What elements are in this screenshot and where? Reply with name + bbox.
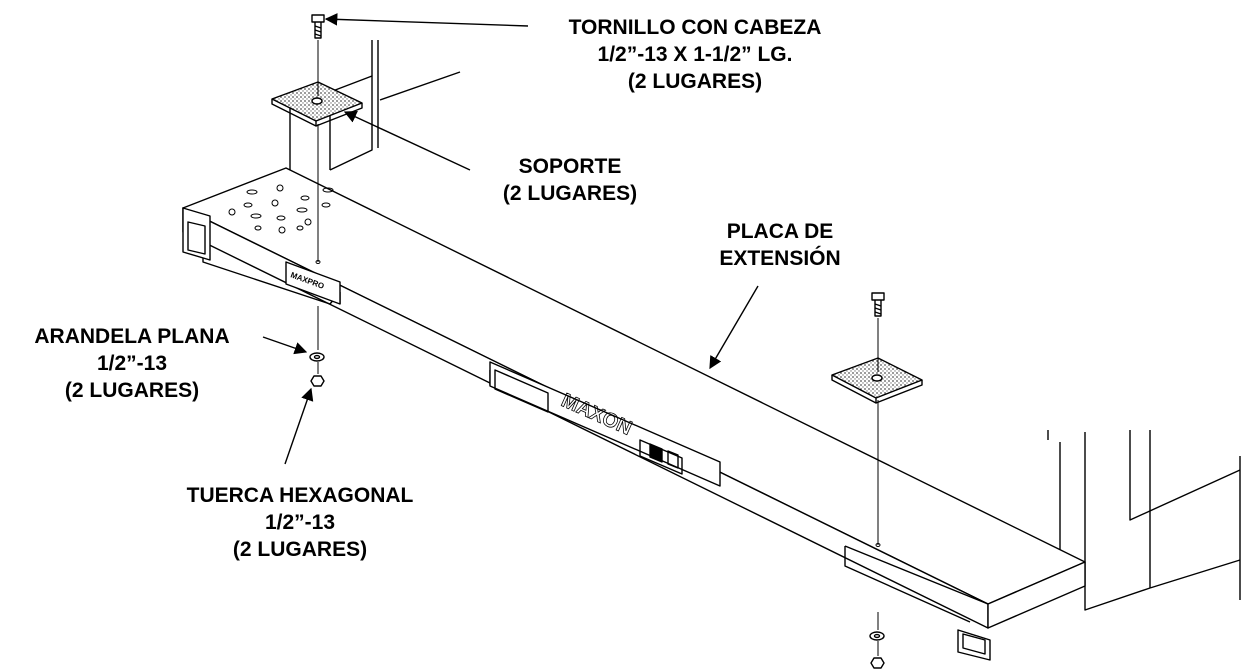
label-hex-nut-line3: (2 LUGARES) (232, 538, 368, 561)
label-hex-nut: TUERCA HEXAGONAL 1/2”-13 (2 LUGARES) (150, 482, 450, 563)
label-extension-plate-line1: PLACA DE (726, 220, 834, 243)
flat-washer-right (869, 631, 885, 641)
hex-nut-right (870, 657, 885, 669)
maxpro-decal (285, 261, 341, 305)
label-hex-nut-line1: TUERCA HEXAGONAL (186, 484, 414, 507)
label-flat-washer-line1: ARANDELA PLANA (34, 325, 230, 348)
hex-nut-left (310, 375, 325, 387)
label-cap-screw: TORNILLO CON CABEZA 1/2”-13 X 1-1/2” LG.… (530, 14, 860, 95)
label-cap-screw-line3: (2 LUGARES) (627, 70, 763, 93)
label-cap-screw-line1: TORNILLO CON CABEZA (568, 16, 822, 39)
label-hex-nut-line2: 1/2”-13 (264, 511, 336, 534)
bracket-right (831, 357, 923, 404)
assembly-center-lines (317, 40, 879, 656)
bracket-left (271, 81, 363, 127)
label-bracket-line1: SOPORTE (518, 155, 622, 178)
leader-cap-screw (324, 13, 529, 27)
label-cap-screw-line2: 1/2”-13 X 1-1/2” LG. (597, 43, 793, 66)
cap-screw-right (871, 292, 885, 317)
leader-lines (262, 13, 759, 465)
label-flat-washer: ARANDELA PLANA 1/2”-13 (2 LUGARES) (0, 323, 264, 404)
vehicle-sill-right (1047, 430, 1241, 611)
leader-flat-washer (262, 336, 308, 355)
flat-washer-left (309, 352, 325, 362)
leader-extension-plate (709, 285, 759, 370)
leader-hex-nut (284, 387, 314, 465)
cap-screw-left (311, 14, 325, 39)
label-bracket-line2: (2 LUGARES) (502, 182, 638, 205)
maxon-decal-plate (489, 361, 721, 487)
label-extension-plate-line2: EXTENSIÓN (719, 247, 841, 270)
label-flat-washer-line3: (2 LUGARES) (64, 379, 200, 402)
label-flat-washer-line2: 1/2”-13 (96, 352, 168, 375)
label-extension-plate: PLACA DE EXTENSIÓN (690, 218, 870, 272)
mounting-hole-pattern (228, 184, 881, 547)
label-bracket: SOPORTE (2 LUGARES) (470, 153, 670, 207)
leader-bracket (343, 111, 471, 171)
